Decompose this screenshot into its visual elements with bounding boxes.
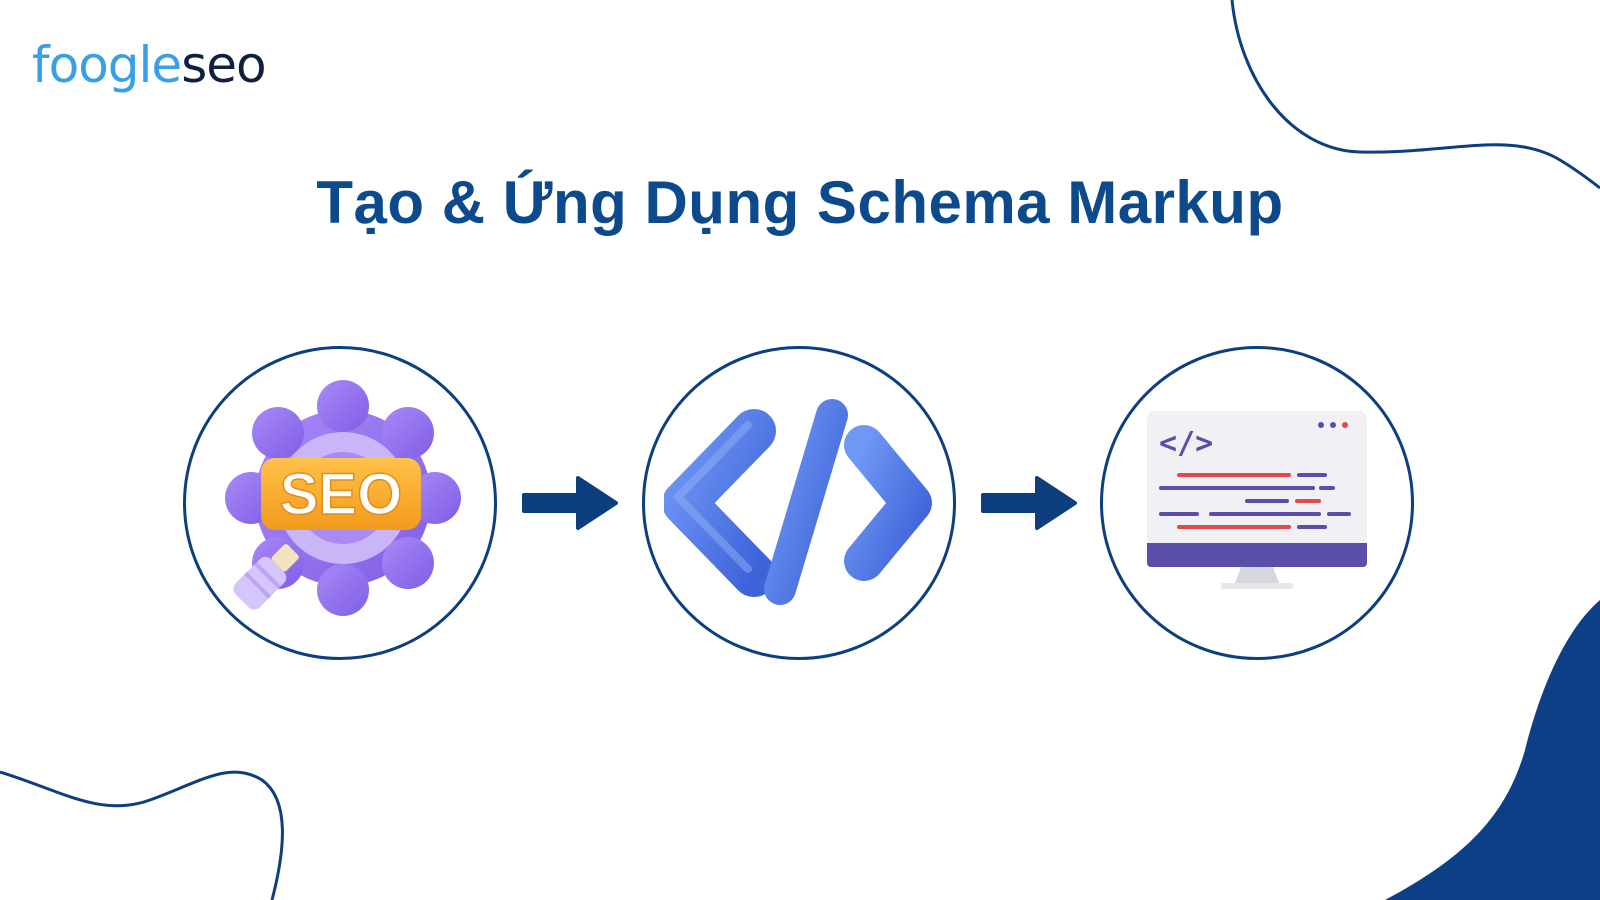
code-tag-text: </> [1159,426,1213,461]
logo-text-seo: seo [181,36,266,94]
step-circle-monitor: </> [1100,346,1414,660]
seo-badge-text: SEO [280,462,403,527]
logo-text-foogle: foogle [32,36,182,94]
seo-gear-magnifier-icon: SEO [225,380,461,616]
code-brackets-icon [664,399,932,605]
step-circle-seo: SEO [183,346,497,660]
arrow-right-icon [981,476,1077,530]
arrow-right-icon [522,476,618,530]
step-circle-code [642,346,956,660]
code-monitor-icon: </> [1147,411,1367,589]
page-title: Tạo & Ứng Dụng Schema Markup [316,169,1284,236]
